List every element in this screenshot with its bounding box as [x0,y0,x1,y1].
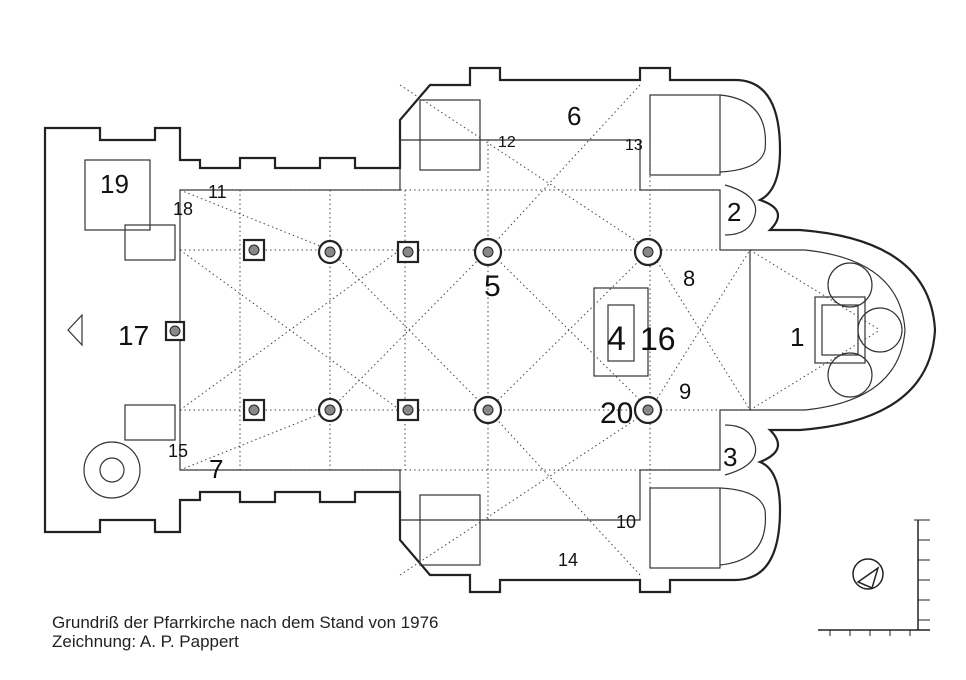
label-7: 7 [209,454,223,484]
label-3: 3 [723,442,737,472]
piers [164,237,663,425]
compass-north-arrow-icon [852,558,884,590]
label-13: 13 [625,137,643,154]
label-5: 5 [484,270,501,303]
label-2: 2 [727,197,741,227]
label-16: 16 [640,321,676,357]
pier [164,320,186,342]
vault-ribs [179,84,881,576]
label-19: 19 [100,169,129,199]
label-9: 9 [679,379,691,404]
caption-credit: Zeichnung: A. P. Pappert [52,632,239,651]
plan-caption: Grundriß der Pfarrkirche nach dem Stand … [52,613,438,651]
label-4: 4 [607,320,626,358]
label-8: 8 [683,266,695,291]
label-12: 12 [498,134,516,151]
label-17: 17 [118,320,149,351]
outer-walls [43,66,937,594]
pier [473,395,503,425]
label-14: 14 [558,550,578,570]
label-18: 18 [173,199,193,219]
pier [317,397,343,423]
plan-labels: 1 2 3 4 5 6 7 8 9 10 11 12 13 14 15 16 1… [100,101,804,570]
caption-title: Grundriß der Pfarrkirche nach dem Stand … [52,613,439,632]
pier [633,237,663,267]
label-11: 11 [208,182,227,202]
pier [242,398,266,422]
scale-bar-icon [818,519,930,636]
pier [317,239,343,265]
pier [473,237,503,267]
pier [242,238,266,262]
label-15: 15 [168,441,188,461]
label-6: 6 [567,101,581,131]
label-20: 20 [600,397,633,430]
label-10: 10 [616,512,636,532]
pier [633,395,663,425]
pier [396,240,420,264]
pier [396,398,420,422]
label-1: 1 [790,322,804,352]
